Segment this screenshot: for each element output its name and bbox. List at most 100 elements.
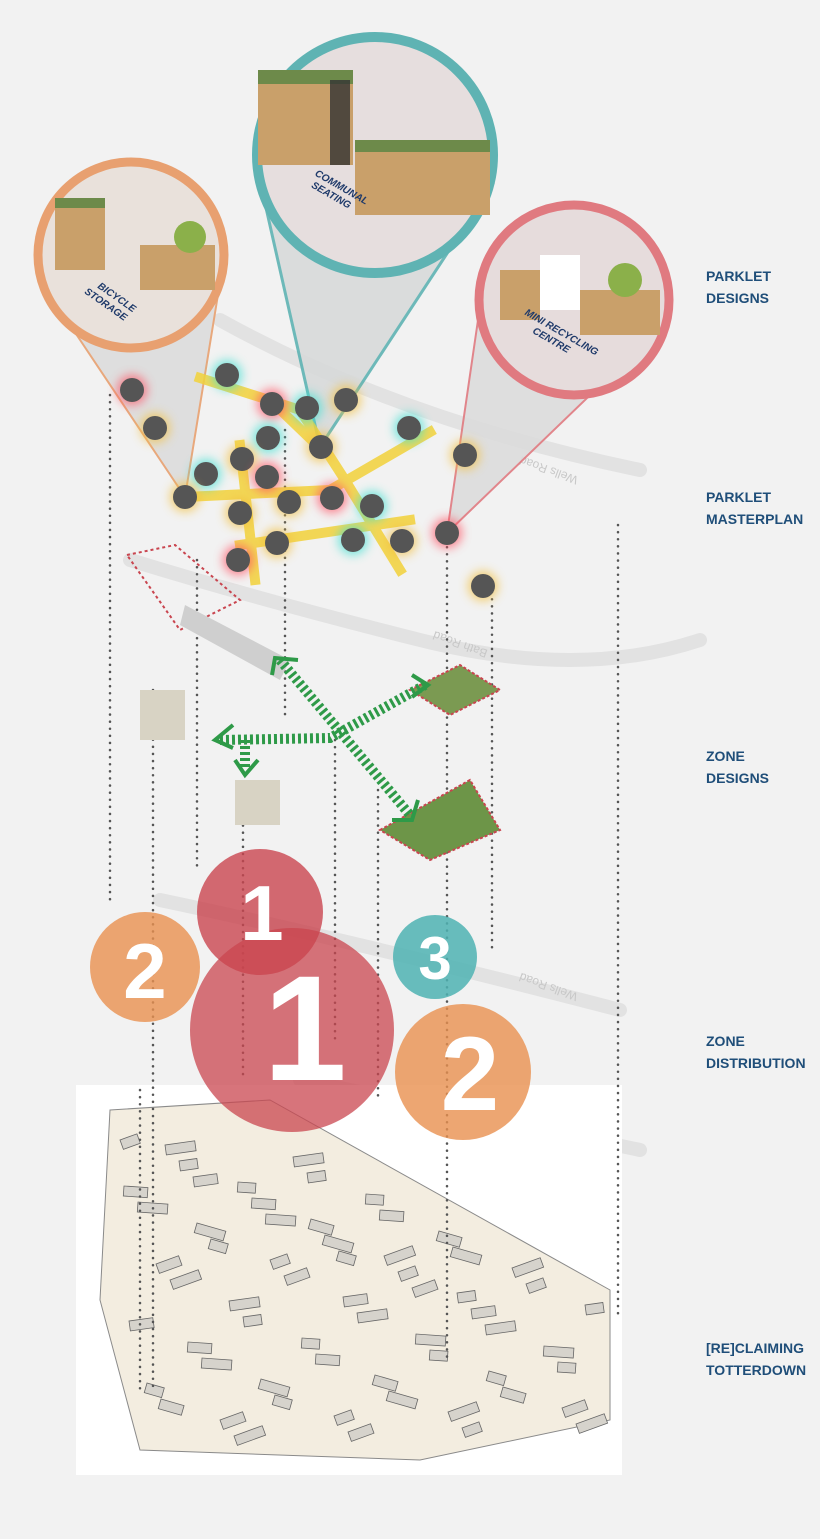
sketch-building [447,1401,481,1422]
parklet-location-dot [397,416,421,440]
sketch-building [186,1341,213,1355]
sketch-building [342,1293,369,1308]
parklet-location-dot [265,531,289,555]
stage-label-line: ZONE [706,1033,745,1049]
sketch-building [356,1308,389,1324]
sketch-building [542,1345,575,1359]
zone-design-areas [125,543,503,862]
sketch-building [461,1421,483,1438]
sketch-building [122,1185,149,1199]
stage-label-line: PARKLET [706,268,772,284]
parklet-location-dot [320,486,344,510]
zone-number: 1 [240,869,283,957]
sketch-building [236,1181,257,1194]
sketch-building [347,1423,375,1442]
stage-label-parklet-masterplan: PARKLET MASTERPLAN [706,486,803,530]
zone-arrows [219,656,428,819]
stage-label-line: DISTRIBUTION [706,1055,806,1071]
sketch-building [157,1398,185,1416]
sketch-building [169,1269,203,1290]
parklet-location-dot [228,501,252,525]
parklet-location-dot [230,447,254,471]
stage-label-parklet-designs: PARKLET DESIGNS [706,265,771,309]
sketch-building [364,1193,385,1206]
stage-label-reclaiming-totterdown: [RE]CLAIMING TOTTERDOWN [706,1337,806,1381]
zone-circle [393,915,477,999]
sketch-building [207,1238,229,1255]
parklet-location-dot [143,416,167,440]
sketch-building [456,1290,477,1304]
sketch-building [371,1374,399,1392]
sketch-building [250,1197,277,1211]
sketch-building [525,1277,547,1294]
sketch-building [556,1361,577,1374]
sketch-building [283,1267,311,1286]
sketch-building [300,1337,321,1350]
parklet-location-dot [256,426,280,450]
stage-label-line: PARKLET [706,489,772,505]
sketch-building [383,1245,417,1266]
parklet-location-dot [453,443,477,467]
parklet-location-dot [390,529,414,553]
sketch-building [584,1302,605,1316]
sketch-building [470,1305,497,1320]
zone-circle [190,928,394,1132]
sketch-building [242,1314,263,1328]
parklet-location-dot [341,528,365,552]
arrow-heads [211,655,432,822]
sketch-building [228,1296,261,1312]
parklet-location-dot [215,363,239,387]
sketch-building [397,1265,419,1282]
zone-circle [90,912,200,1022]
sketch-building [484,1320,517,1336]
stage-label-line: [RE]CLAIMING [706,1340,804,1356]
parklet-location-dot [260,392,284,416]
parklet-location-dot [471,574,495,598]
sketch-building [385,1390,419,1410]
stage-label-zone-distribution: ZONE DISTRIBUTION [706,1030,806,1074]
zone-circle [395,1004,531,1140]
sketch-building [321,1234,355,1254]
sketch-building [428,1349,449,1362]
sketch-building [192,1173,219,1188]
stage-label-line: TOTTERDOWN [706,1362,807,1378]
stage-label-line: MASTERPLAN [706,511,804,527]
sketch-building [575,1413,609,1434]
totterdown-sketch [76,1085,622,1475]
sketch-building [449,1246,483,1266]
sketch-building [333,1409,355,1426]
sketch-building [414,1333,447,1347]
sketch-building [178,1158,199,1172]
sketch-building [155,1255,183,1274]
parklet-mini-recycling-centre: MINI RECYCLINGCENTRE [474,200,674,400]
parklet-locations [117,360,498,601]
sketch-building [411,1279,439,1298]
parklet-location-dot [334,388,358,412]
sketch-building [257,1378,291,1398]
sketch-building [233,1425,267,1446]
sketch-building [200,1357,233,1371]
sketch-building [269,1253,291,1270]
sketch-building [306,1170,327,1184]
stage-label-line: DESIGNS [706,770,770,786]
sketch-building [307,1218,335,1236]
parklet-location-dot [255,465,279,489]
sketch-building [143,1382,165,1399]
sketch-building [119,1133,141,1150]
sketch-building [271,1394,293,1411]
sketch-building [164,1140,197,1156]
parklet-location-dot [435,521,459,545]
sketch-building [314,1353,341,1367]
sketch-building [264,1213,297,1227]
sketch-building [485,1370,507,1387]
parklet-location-dot [173,485,197,509]
stage-label-line: DESIGNS [706,290,770,306]
sketch-building [193,1222,227,1242]
parklet-location-dot [226,548,250,572]
parklet-bicycle-storage: BICYCLESTORAGE [33,157,229,353]
parklet-communal-seating: COMMUNALSEATING [252,32,498,278]
parklet-location-dot [277,490,301,514]
sketch-building [378,1209,405,1223]
